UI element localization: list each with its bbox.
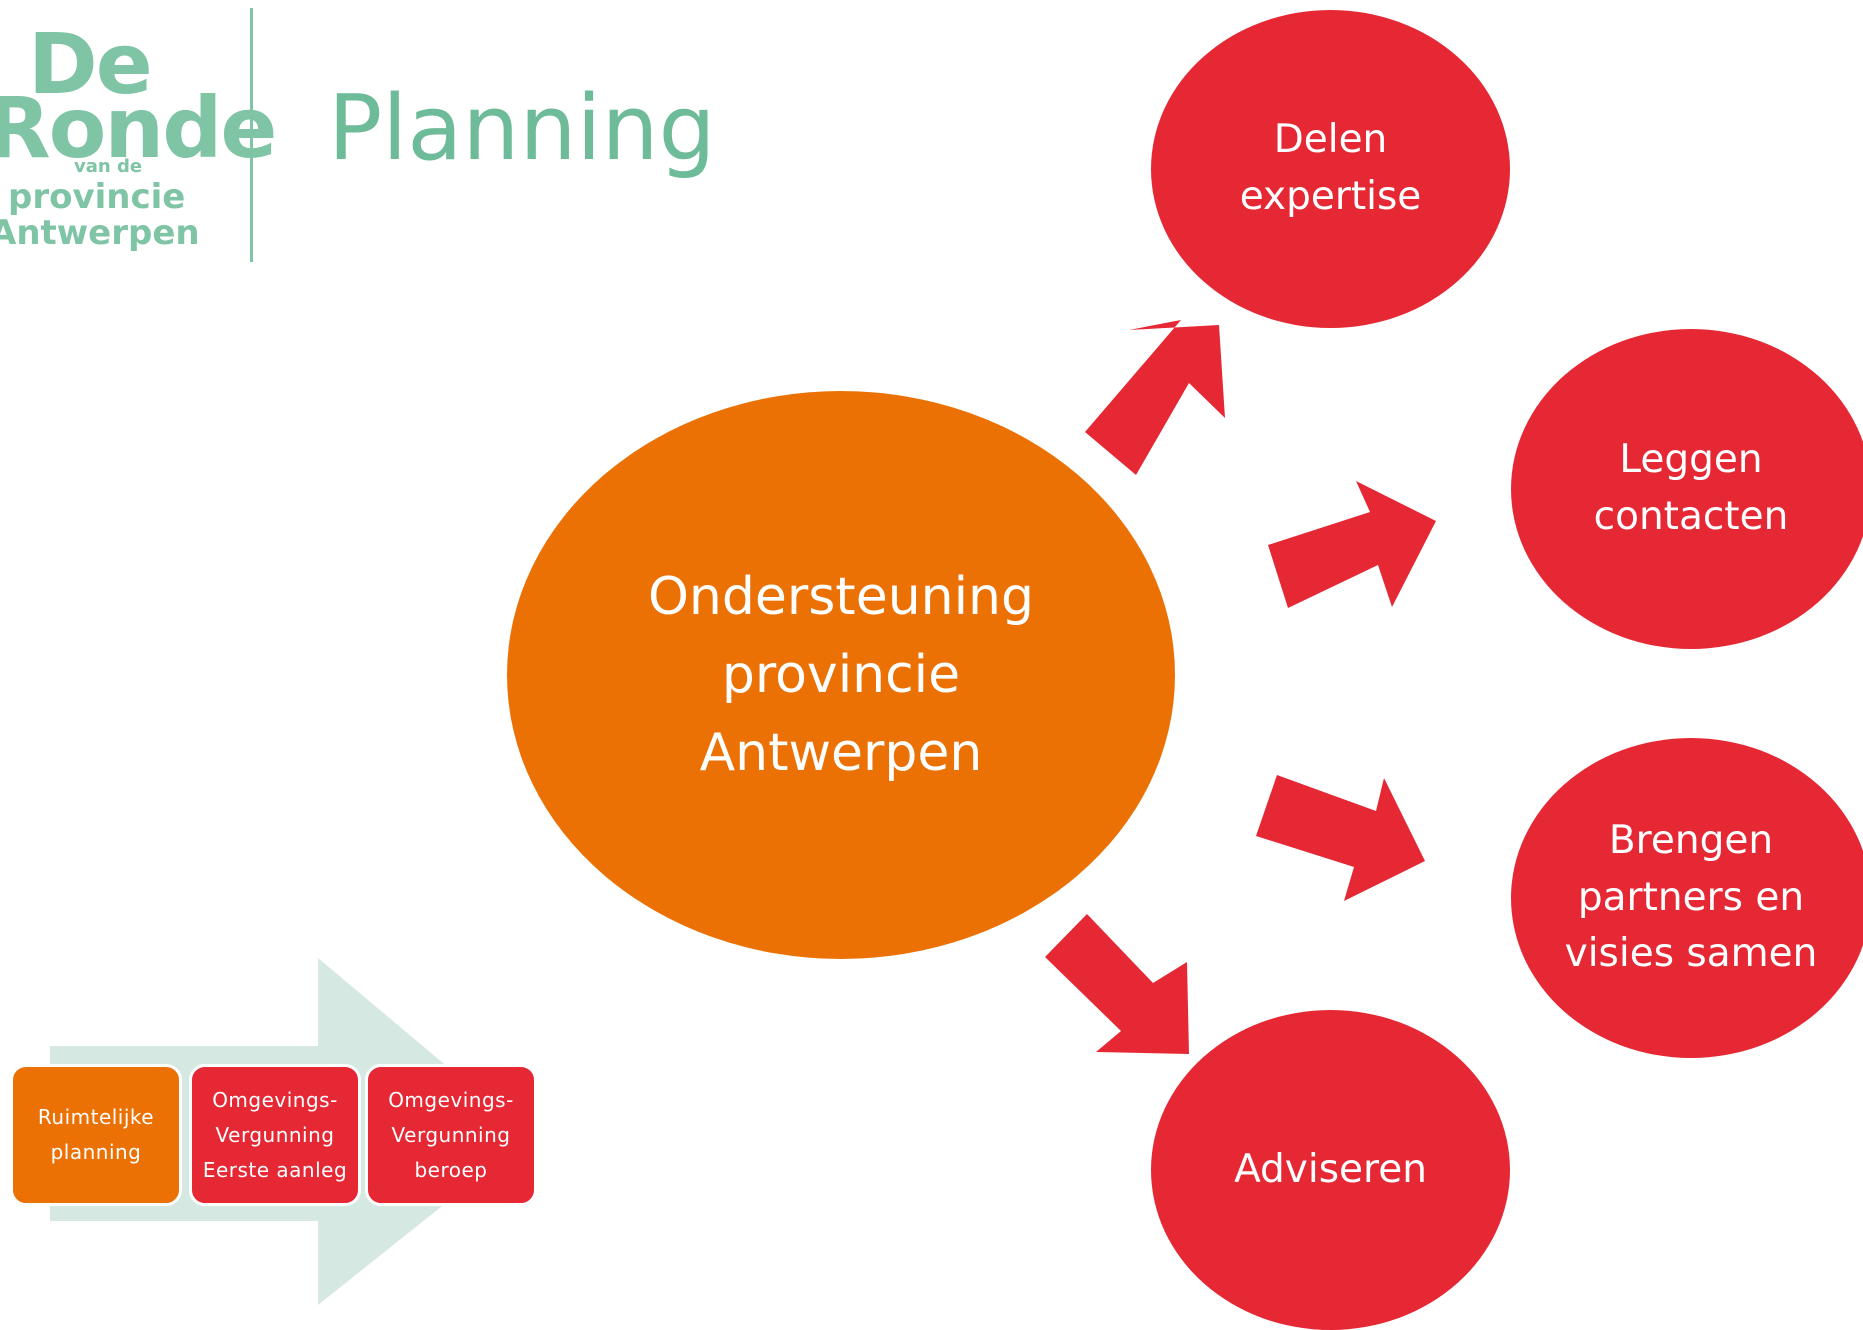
node-leggen-contacten: Leggen contacten <box>1511 329 1863 649</box>
logo-text-provincie: provincie <box>8 177 186 217</box>
logo-text-antwerpen: Antwerpen <box>0 213 200 253</box>
logo-text-van-de: van de <box>74 156 143 177</box>
logo-text-ronde: Ronde <box>0 79 277 177</box>
process-step-2-line-3: Eerste aanleg <box>202 1157 348 1182</box>
process-step-2-line-1: Omgevings- <box>212 1087 338 1112</box>
node-delen-expertise: Delen expertise <box>1151 10 1510 328</box>
node-brengen-line-2: partners en <box>1577 874 1805 920</box>
arrow-to-leggen <box>1268 481 1436 608</box>
page-title: Planning <box>328 76 716 181</box>
center-node-line-3: Antwerpen <box>699 723 983 783</box>
node-brengen-partners: Brengen partners en visies samen <box>1511 738 1863 1058</box>
process-step-3-line-1: Omgevings- <box>388 1087 514 1112</box>
node-brengen-line-1: Brengen <box>1608 818 1774 864</box>
node-adviseren: Adviseren <box>1151 1010 1510 1330</box>
center-node-line-2: provincie <box>721 645 961 705</box>
arrow-to-adviseren <box>1045 914 1189 1054</box>
logo-text-de: De <box>28 15 153 113</box>
node-delen-line-1: Delen <box>1273 117 1388 163</box>
process-step-3-line-2: Vergunning <box>391 1122 511 1147</box>
process-step-omgevingsvergunning-beroep: Omgevings- Vergunning beroep <box>365 1064 537 1206</box>
process-step-omgevingsvergunning-eerste-aanleg: Omgevings- Vergunning Eerste aanleg <box>189 1064 361 1206</box>
process-step-1-line-1: Ruimtelijke <box>37 1105 155 1129</box>
process-step-2-line-2: Vergunning <box>215 1122 335 1147</box>
process-step-3-line-3: beroep <box>414 1157 488 1182</box>
arrow-to-brengen <box>1256 775 1425 901</box>
arrow-to-delen <box>1085 320 1225 475</box>
center-node-line-1: Ondersteuning <box>647 567 1035 627</box>
node-delen-line-2: expertise <box>1239 174 1422 219</box>
process-step-ruimtelijke-planning: Ruimtelijke planning <box>10 1064 182 1206</box>
logo-divider <box>250 8 253 262</box>
process-step-1-line-2: planning <box>50 1140 142 1164</box>
node-leggen-line-1: Leggen <box>1619 437 1763 483</box>
node-leggen-line-2: contacten <box>1593 494 1789 539</box>
center-node-ondersteuning: Ondersteuning provincie Antwerpen <box>507 391 1175 959</box>
node-adviseren-line-1: Adviseren <box>1234 1146 1427 1192</box>
node-brengen-line-3: visies samen <box>1564 931 1818 977</box>
